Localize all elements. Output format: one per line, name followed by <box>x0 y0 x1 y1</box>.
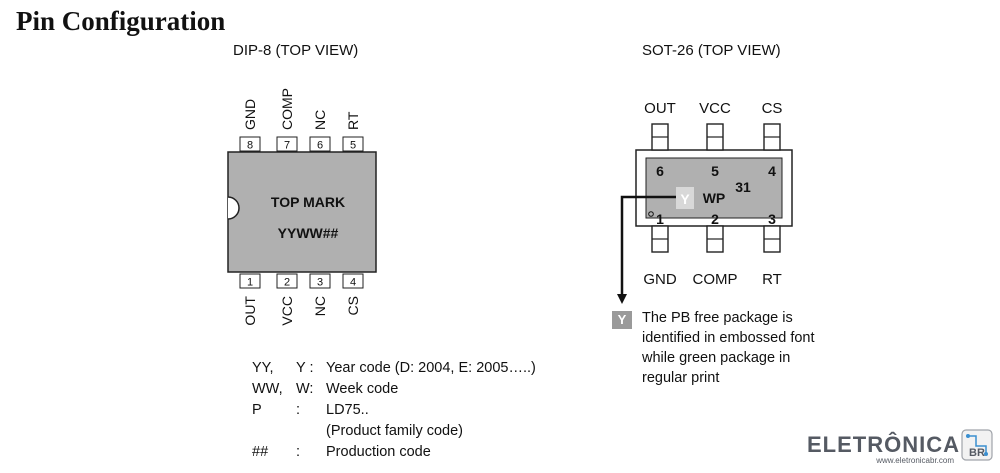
sot26-y-highlight <box>676 187 694 209</box>
sot26-pin-1-number: 1 <box>656 211 664 227</box>
dip8-notch <box>227 196 240 220</box>
legend-code: P <box>252 402 262 418</box>
legend-short-code: Y : <box>296 360 314 376</box>
legend-code <box>252 421 296 442</box>
y-pointer-line <box>620 195 676 296</box>
y-pointer-arrowhead <box>617 294 627 304</box>
brand-mark-text: BR <box>969 447 985 459</box>
sot26-pin-2-name: COMP <box>693 271 738 288</box>
sot26-pin-3-number: 3 <box>768 211 776 227</box>
dip8-pin-2-name: VCC <box>279 296 295 326</box>
y-note-line: regular print <box>642 370 720 386</box>
legend-description: Week code <box>326 381 399 397</box>
dip8-pin-5-box <box>342 136 364 152</box>
sot26-pin-1-name: GND <box>643 271 677 288</box>
sot26-pin-5-number: 5 <box>711 163 719 179</box>
dip8-pin-7-box <box>276 136 298 152</box>
legend-description: Year code (D: 2004, E: 2005…..) <box>326 360 536 376</box>
dip8-pin-7-name: COMP <box>279 88 295 130</box>
sot26-pin-3-name: RT <box>762 271 782 288</box>
dip8-pin-4-box <box>342 273 364 289</box>
sot26-pin-6-number: 6 <box>656 163 664 179</box>
sot26-pin-2-number: 2 <box>711 211 719 227</box>
legend-description: (Product family code) <box>326 423 463 439</box>
marking-legend: YY, Y : Year code (D: 2004, E: 2005…..) WW,… <box>252 358 536 463</box>
page-title: Pin Configuration <box>16 6 226 36</box>
dip8-view-label: DIP-8 (TOP VIEW) <box>233 42 359 59</box>
legend-code: YY, <box>252 360 274 376</box>
y-note-text: The PB free package is identified in embo… <box>642 308 852 388</box>
legend-short-code: : <box>296 402 301 418</box>
dip8-top-pins: 8 GND 7 COMP 6 NC 5 RT <box>239 88 364 152</box>
dip8-pin-4-name: CS <box>345 296 361 315</box>
dip8-pin-8-box <box>239 136 261 152</box>
dip8-pin-1-box <box>239 273 261 289</box>
sot26-pin-4-number: 4 <box>768 163 776 179</box>
y-note: Y The PB free package is identified in em… <box>612 308 852 388</box>
dip8-marking-line2: YYWW## <box>278 225 339 241</box>
sot26-inner-body <box>645 157 783 219</box>
dip8-pin-1-number: 1 <box>247 277 253 289</box>
y-note-line: while green package in <box>642 350 791 366</box>
legend-code: WW, <box>252 381 283 397</box>
sot26-pin-6-name: OUT <box>644 100 676 117</box>
brand-circuit-icon: BR <box>961 429 993 461</box>
sot26-marking-31: 31 <box>735 179 751 195</box>
brand-url: www.eletronicabr.com <box>876 456 954 465</box>
sot26-pin1-dot <box>648 211 654 217</box>
dip8-pin-8-name: GND <box>242 99 258 130</box>
dip8-pin-6-box <box>309 136 331 152</box>
dip8-pin-3-name: NC <box>312 296 328 316</box>
dip8-body <box>227 151 377 273</box>
legend-code: ## <box>252 444 269 460</box>
sot26-marking-wp: WP <box>703 190 726 206</box>
dip8-pin-5-name: RT <box>345 111 361 130</box>
sot26-marking-y: Y <box>680 191 690 207</box>
dip8-pin-5-number: 5 <box>350 140 356 152</box>
legend-short-code <box>296 421 326 442</box>
dip8-pin-6-name: NC <box>312 110 328 130</box>
y-note-badge: Y <box>612 311 632 329</box>
legend-description: Production code <box>326 444 431 460</box>
dip8-pin-7-number: 7 <box>284 140 290 152</box>
sot26-pin-4-name: CS <box>762 100 783 117</box>
dip8-pin-2-box <box>276 273 298 289</box>
dip8-pin-3-number: 3 <box>317 277 323 289</box>
dip8-pin-8-number: 8 <box>247 140 253 152</box>
dip8-marking-line1: TOP MARK <box>271 194 345 210</box>
dip8-pin-4-number: 4 <box>350 277 356 289</box>
sot26-pin-5-name: VCC <box>699 100 731 117</box>
dip8-pin-6-number: 6 <box>317 140 323 152</box>
dip8-pin-2-number: 2 <box>284 277 290 289</box>
brand-logo-text: ELETRÔNICA <box>807 432 960 457</box>
dip8-pin-1-name: OUT <box>242 296 258 326</box>
legend-short-code: W: <box>296 381 314 397</box>
y-note-line: identified in embossed font <box>642 330 815 346</box>
sot26-view-label: SOT-26 (TOP VIEW) <box>642 42 781 59</box>
sot26-top-pins: OUT 6 VCC 5 CS 4 <box>644 100 782 179</box>
legend-short-code: : <box>296 444 301 460</box>
dip8-pin-3-box <box>309 273 331 289</box>
y-note-line: The PB free package is <box>642 310 793 326</box>
legend-description: LD75.. <box>326 402 369 418</box>
